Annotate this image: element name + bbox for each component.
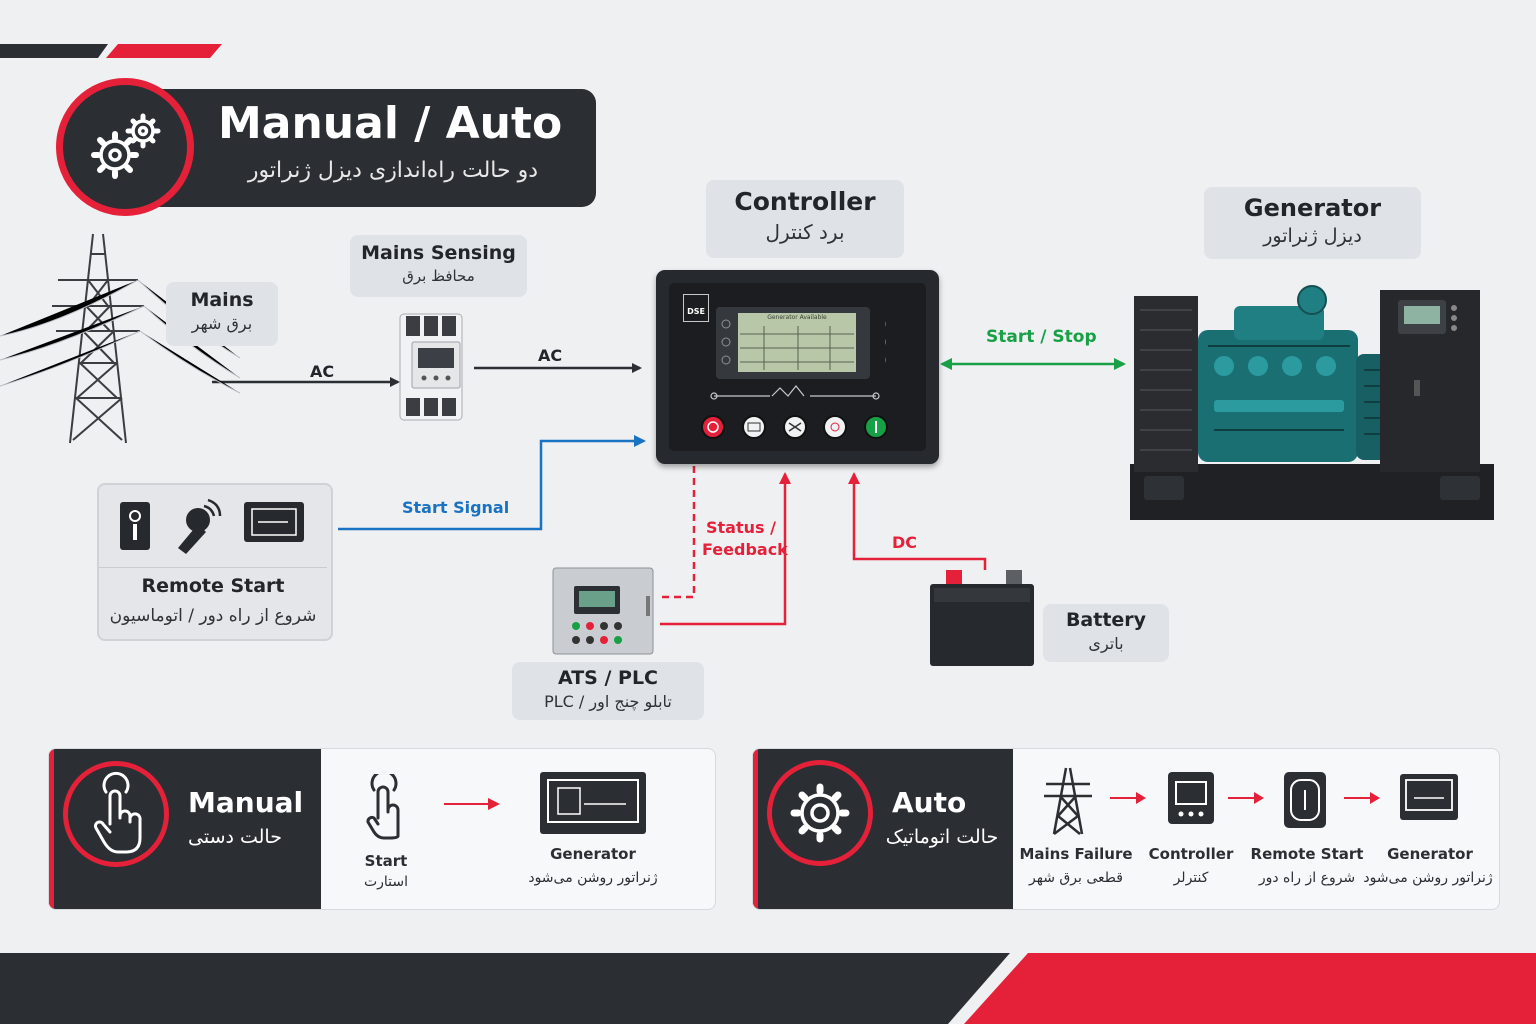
manual-title: Manual — [188, 786, 304, 819]
mains-subtitle: برق شهر — [191, 314, 253, 333]
page-subtitle: دو حالت راه‌اندازی دیزل ژنراتور — [247, 158, 538, 183]
mains-sensing-title: Mains Sensing — [361, 242, 516, 264]
title-gear-badge — [56, 78, 194, 216]
test-button — [823, 415, 847, 439]
ats-plc-title: ATS / PLC — [557, 667, 659, 689]
manual-step-generator-fa: ژنراتور روشن می‌شود — [528, 870, 658, 886]
status-feedback-label-1: Status / — [706, 518, 776, 537]
start-signal-line — [338, 435, 646, 531]
battery-icon — [930, 570, 1034, 666]
status-feedback-label-2: Feedback — [702, 540, 788, 559]
auto-step-remote-start-label: Remote Start — [1250, 845, 1364, 863]
controller-lcd-readout — [740, 326, 854, 370]
generator-icon — [540, 772, 646, 834]
mains-sensing-card: Mains Sensing محافظ برق — [350, 235, 527, 297]
bottom-band — [0, 953, 1536, 1024]
controller-icon — [1168, 772, 1214, 824]
generator-card: Generator دیزل ژنراتور — [1204, 187, 1421, 259]
stop-button — [701, 415, 725, 439]
ats-command-line — [660, 472, 791, 626]
remote-key-icon — [178, 498, 222, 554]
mains-sensing-subtitle: محافظ برق — [402, 267, 475, 285]
remote-start-icons — [120, 498, 304, 554]
ac-label-2: AC — [538, 346, 563, 365]
auto-step-arrow-1 — [1110, 792, 1146, 804]
auto-step-generator-label: Generator — [1387, 845, 1473, 863]
manual-step-start-fa: استارت — [363, 874, 409, 890]
manual-step-arrow — [444, 798, 500, 810]
battery-card: Battery باتری — [1043, 604, 1169, 662]
power-tower-icon — [0, 233, 240, 444]
dc-label: DC — [892, 533, 918, 552]
manual-button — [742, 415, 766, 439]
auto-step-remote-start-fa: شروع از راه دور — [1258, 870, 1356, 886]
ats-plc-card: ATS / PLC تابلو چنج اور / PLC — [512, 662, 704, 720]
manual-badge — [63, 761, 169, 867]
ats-panel-icon — [552, 567, 654, 655]
controller-screen-title: Generator Available — [767, 314, 827, 321]
auto-step-arrow-2 — [1228, 792, 1264, 804]
dc-line — [848, 472, 987, 570]
manual-step-generator-label: Generator — [550, 845, 636, 863]
auto-step-arrow-3 — [1344, 792, 1380, 804]
battery-title: Battery — [1065, 609, 1147, 631]
title-banner — [120, 89, 596, 207]
auto-step-controller-fa: کنترلر — [1173, 870, 1209, 886]
gears-icon — [91, 113, 161, 179]
remote-start-subtitle: شروع از راه دور / اتوماسیون — [109, 606, 317, 626]
auto-step-mains-failure-label: Mains Failure — [1019, 845, 1133, 863]
controller-brand: DSE — [683, 294, 709, 322]
control-box-icon — [244, 502, 304, 542]
auto-badge — [767, 760, 873, 866]
controller-mimic-diagram — [710, 385, 880, 400]
status-feedback-line — [658, 466, 696, 599]
auto-subtitle: حالت اتوماتیک — [885, 826, 999, 848]
controller-card: Controller برد کنترل — [706, 180, 904, 258]
generator-illustration — [1130, 285, 1494, 520]
voltage-protector-icon — [399, 313, 463, 421]
start-signal-label: Start Signal — [402, 498, 510, 517]
start-stop-label: Start / Stop — [986, 327, 1097, 347]
remote-start-title: Remote Start — [141, 575, 285, 597]
auto-step-controller-label: Controller — [1148, 845, 1234, 863]
hand-press-icon — [94, 771, 142, 854]
hand-press-icon — [366, 774, 400, 840]
manual-step-start-label: Start — [364, 852, 408, 870]
mains-card: Mains برق شهر — [166, 282, 278, 346]
gear-icon — [790, 783, 850, 843]
ac-label-1: AC — [310, 362, 335, 381]
key-switch-icon — [120, 502, 150, 550]
controller-title: Controller — [734, 187, 876, 216]
auto-step-generator-fa: ژنراتور روشن می‌شود — [1363, 870, 1493, 886]
top-stripes — [0, 44, 222, 58]
auto-panel — [752, 748, 1500, 910]
controller-side-icons — [721, 319, 886, 365]
manual-subtitle: حالت دستی — [188, 826, 282, 848]
generator-subtitle: دیزل ژنراتور — [1263, 225, 1362, 247]
remote-start-icon — [1284, 772, 1326, 828]
battery-subtitle: باتری — [1088, 634, 1124, 653]
auto-step-mains-failure-fa: قطعی برق شهر — [1029, 870, 1123, 886]
auto-title: Auto — [892, 786, 967, 819]
mains-title: Mains — [190, 289, 254, 311]
remote-start-divider — [99, 567, 327, 568]
generator-title: Generator — [1243, 194, 1382, 222]
power-tower-icon — [1044, 767, 1092, 835]
controller-buttons — [701, 415, 888, 439]
page-title: Manual / Auto — [218, 98, 563, 149]
controller-subtitle: برد کنترل — [765, 220, 845, 244]
generator-icon — [1400, 774, 1458, 820]
ats-plc-subtitle: تابلو چنج اور / PLC — [544, 692, 672, 711]
